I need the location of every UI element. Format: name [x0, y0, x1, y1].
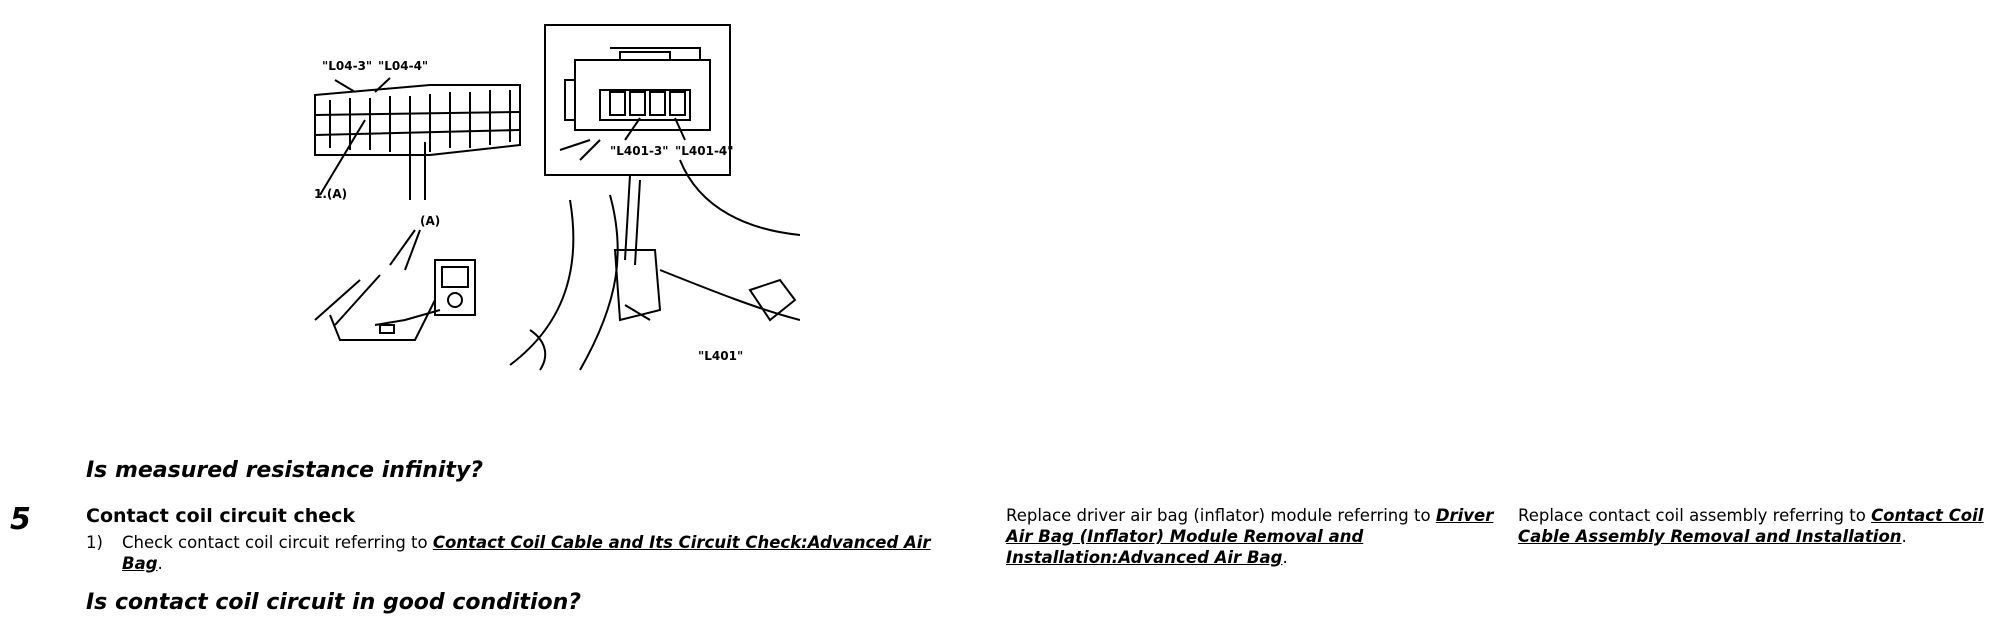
ecm-connector-drawing: [314, 77, 521, 200]
step-number: 5: [10, 502, 31, 537]
ohmmeter-drawing: [314, 229, 476, 341]
label-a: (A): [420, 214, 440, 228]
l401-connector-drawing: [559, 47, 711, 161]
step5-question: Is contact coil circuit in good conditio…: [86, 590, 582, 615]
no-action: Replace contact coil assembly referring …: [1518, 505, 1993, 547]
label-1a: 1.(A): [314, 187, 347, 201]
connector-resistance-illustration: "L04-3" "L04-4" 1.(A) (A) "L401-3" "L401…: [314, 24, 800, 371]
inset-frame: [544, 24, 731, 176]
label-l401: "L401": [698, 349, 743, 363]
yes-action: Replace driver air bag (inflator) module…: [1006, 505, 1496, 568]
contact-coil-check-link[interactable]: Contact Coil Cable and Its Circuit Check…: [122, 533, 931, 573]
no-action-end: .: [1901, 527, 1907, 546]
yes-action-end: .: [1282, 548, 1288, 567]
yes-action-text: Replace driver air bag (inflator) module…: [1006, 506, 1436, 525]
label-l04-3: "L04-3": [322, 59, 372, 73]
label-l401-4: "L401-4": [675, 144, 734, 158]
instruction-text: Check contact coil circuit referring to: [122, 533, 433, 552]
no-action-text: Replace contact coil assembly referring …: [1518, 506, 1872, 525]
label-l04-4: "L04-4": [378, 59, 428, 73]
instruction-end: .: [157, 554, 163, 573]
instruction-number: 1): [86, 533, 103, 552]
label-l401-3: "L401-3": [610, 144, 669, 158]
step5-title: Contact coil circuit check: [86, 505, 356, 527]
steering-column-drawing: [509, 159, 800, 371]
contact-coil-removal-link[interactable]: Contact Coil Cable Assembly Removal and …: [1518, 506, 1984, 546]
step5-instruction: 1) Check contact coil circuit referring …: [86, 532, 966, 574]
driver-air-bag-removal-link[interactable]: Driver Air Bag (Inflator) Module Removal…: [1006, 506, 1494, 567]
step4-question: Is measured resistance infinity?: [86, 458, 484, 483]
